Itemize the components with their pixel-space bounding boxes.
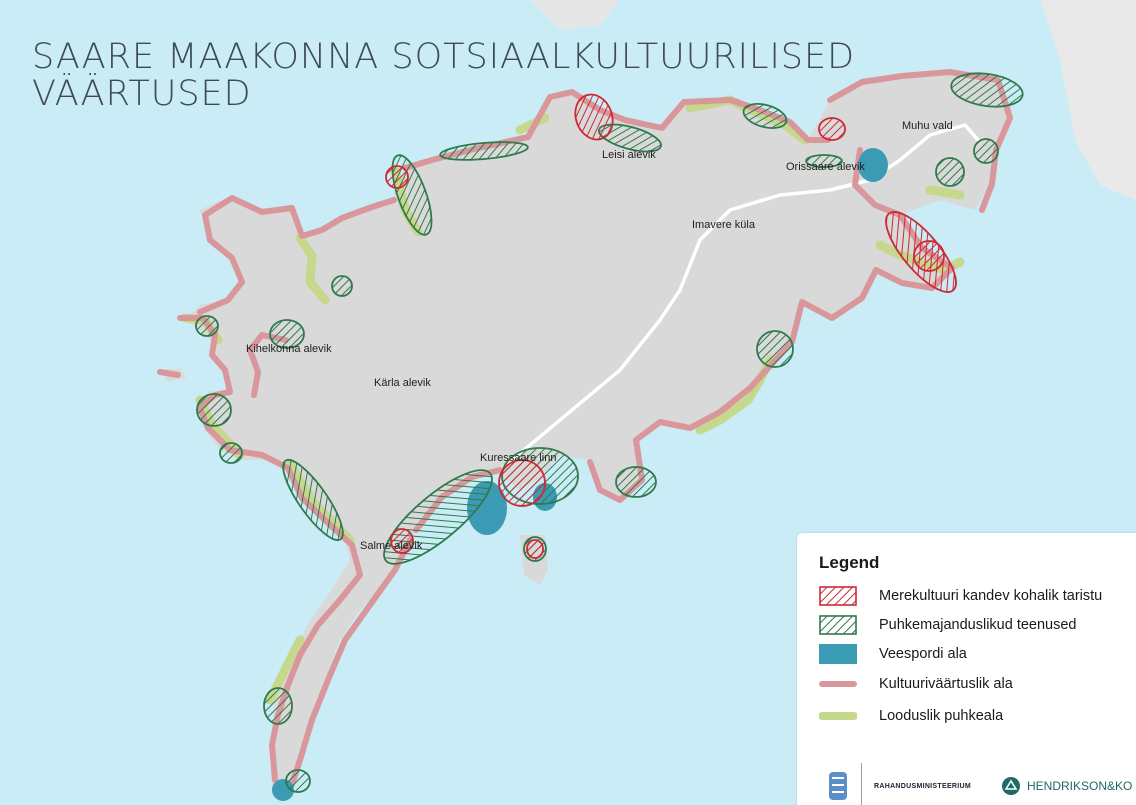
place-label-muhu: Muhu vald bbox=[902, 120, 953, 132]
legend-item-cultural: Kultuuriväärtuslik ala bbox=[819, 673, 1013, 695]
recreation-area bbox=[269, 319, 305, 349]
recreation-area bbox=[282, 458, 344, 542]
recreation-area bbox=[263, 687, 293, 725]
recreation-area bbox=[285, 769, 311, 793]
main-road bbox=[498, 123, 980, 472]
maritime-culture-area bbox=[526, 539, 544, 559]
place-label-imavere: Imavere küla bbox=[692, 219, 756, 231]
recreation-area bbox=[950, 72, 1024, 108]
recreation-area bbox=[742, 103, 788, 129]
legend-item-recreation: Puhkemajanduslikud teenused bbox=[819, 614, 1077, 636]
legend-item-water-sport: Veespordi ala bbox=[819, 643, 967, 665]
map-title-line-1: SAARE MAAKONNA SOTSIAALKULTUURILISED bbox=[32, 37, 856, 77]
company-logo: HENDRIKSON&KO bbox=[1001, 776, 1132, 796]
legend-label: Veespordi ala bbox=[879, 646, 967, 662]
recreation-area bbox=[805, 154, 843, 168]
maritime-culture-area bbox=[498, 459, 546, 507]
recreation-area bbox=[219, 442, 243, 464]
ministry-logo-text: RAHANDUSMINISTEERIUM bbox=[874, 782, 971, 790]
saaremaa-island bbox=[185, 72, 1010, 790]
green-hatch-swatch-icon bbox=[819, 615, 857, 635]
recreation-area bbox=[756, 330, 794, 368]
company-logo-icon bbox=[1002, 777, 1020, 795]
red-hatch-swatch-icon bbox=[819, 586, 857, 606]
place-label-kihelkonna: Kihelkonna alevik bbox=[246, 343, 332, 355]
place-label-karla: Kärla alevik bbox=[374, 377, 431, 389]
recreation-area bbox=[973, 138, 999, 164]
place-label-kuressaare: Kuressaare linn bbox=[480, 452, 556, 464]
company-logo-text: HENDRIKSON&KO bbox=[1027, 779, 1133, 793]
recreation-area bbox=[615, 466, 657, 498]
legend-label: Kultuuriväärtuslik ala bbox=[879, 676, 1013, 692]
legend-item-maritime: Merekultuuri kandev kohalik taristu bbox=[819, 585, 1102, 607]
place-label-leisi: Leisi alevik bbox=[602, 149, 656, 161]
maritime-culture-area bbox=[913, 240, 945, 272]
place-label-orissaare: Orissaare alevik bbox=[786, 161, 865, 173]
mainland-area bbox=[1040, 0, 1136, 200]
teal-fill-swatch-icon bbox=[819, 644, 857, 664]
mainland-area bbox=[530, 0, 620, 30]
recreation-area bbox=[331, 275, 353, 297]
legend-panel: Legend Merekultuuri kandev kohalik taris… bbox=[797, 533, 1136, 805]
map-title-line-2: VÄÄRTUSED bbox=[32, 74, 252, 114]
logo-separator bbox=[861, 763, 862, 805]
maritime-culture-area bbox=[818, 117, 846, 141]
legend-label: Merekultuuri kandev kohalik taristu bbox=[879, 588, 1103, 604]
recreation-area bbox=[195, 315, 219, 337]
maritime-culture-area bbox=[390, 528, 414, 554]
legend-title: Legend bbox=[819, 553, 880, 572]
recreation-area bbox=[196, 393, 232, 427]
estonian-coat-of-arms-icon bbox=[829, 772, 847, 800]
sponsor-logos: RAHANDUSMINISTEERIUM HENDRIKSON&KO bbox=[827, 763, 1132, 805]
place-labels: Leisi alevik Orissaare alevik Muhu vald … bbox=[246, 120, 953, 552]
recreation-area bbox=[439, 141, 529, 161]
maritime-culture-area bbox=[574, 93, 614, 141]
legend-label: Puhkemajanduslikud teenused bbox=[879, 617, 1077, 633]
pink-line-swatch-icon bbox=[819, 681, 857, 687]
place-label-salme: Salme alevik bbox=[360, 540, 423, 552]
water-sport-orissaare bbox=[858, 148, 888, 182]
recreation-area bbox=[935, 157, 965, 187]
green-line-swatch-icon bbox=[819, 712, 857, 720]
maritime-culture-area bbox=[385, 165, 409, 189]
maritime-culture-areas bbox=[385, 93, 957, 559]
legend-item-nature: Looduslik puhkeala bbox=[819, 705, 1003, 727]
legend-label: Looduslik puhkeala bbox=[879, 708, 1004, 724]
